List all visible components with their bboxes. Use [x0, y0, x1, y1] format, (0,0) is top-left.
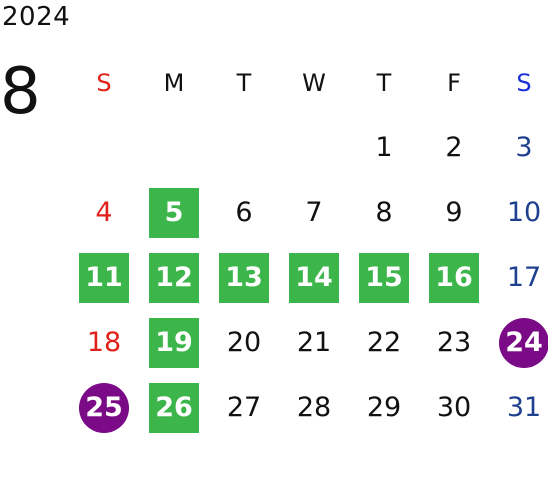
weekday-header: S — [96, 68, 112, 97]
day-number: 23 — [436, 327, 472, 358]
day-number: 21 — [296, 327, 332, 358]
day-cell[interactable]: 19 — [139, 310, 209, 375]
day-number-highlight-purple: 25 — [79, 382, 129, 433]
day-cell[interactable]: 31 — [489, 375, 548, 440]
weekday-header: F — [447, 68, 461, 97]
day-cell[interactable]: 13 — [209, 245, 279, 310]
day-number: 9 — [445, 197, 463, 228]
day-number: 3 — [515, 132, 533, 163]
day-cell[interactable]: 4 — [69, 180, 139, 245]
day-cell[interactable]: 17 — [489, 245, 548, 310]
day-cell[interactable]: 27 — [209, 375, 279, 440]
day-number-highlight-green: 11 — [79, 252, 129, 303]
day-number-highlight-green: 19 — [149, 317, 199, 368]
day-number-highlight-green: 16 — [429, 252, 479, 303]
day-cell[interactable]: 14 — [279, 245, 349, 310]
day-cell[interactable]: 22 — [349, 310, 419, 375]
day-number: 7 — [305, 197, 323, 228]
day-cell[interactable]: 29 — [349, 375, 419, 440]
month-number: 8 — [0, 55, 41, 129]
day-number: 27 — [226, 392, 262, 423]
day-number: 30 — [436, 392, 472, 423]
day-cell[interactable]: 1 — [349, 115, 419, 180]
day-cell[interactable]: 3 — [489, 115, 548, 180]
day-number: 29 — [366, 392, 402, 423]
day-number-highlight-green: 13 — [219, 252, 269, 303]
day-cell[interactable]: 16 — [419, 245, 489, 310]
day-number: 28 — [296, 392, 332, 423]
day-cell[interactable]: 9 — [419, 180, 489, 245]
weekday-header: T — [376, 68, 392, 97]
day-cell[interactable]: 5 — [139, 180, 209, 245]
day-number-highlight-green: 15 — [359, 252, 409, 303]
day-cell[interactable]: 8 — [349, 180, 419, 245]
weekday-header: S — [516, 68, 532, 97]
day-cell[interactable]: 15 — [349, 245, 419, 310]
day-number: 1 — [375, 132, 393, 163]
day-number: 20 — [226, 327, 262, 358]
day-number: 31 — [506, 392, 542, 423]
day-number: 6 — [235, 197, 253, 228]
empty-day-cell — [139, 115, 209, 180]
day-cell[interactable]: 6 — [209, 180, 279, 245]
empty-day-cell — [279, 115, 349, 180]
day-number-highlight-green: 26 — [149, 382, 199, 433]
day-cell[interactable]: 2 — [419, 115, 489, 180]
day-cell[interactable]: 24 — [489, 310, 548, 375]
day-cell[interactable]: 7 — [279, 180, 349, 245]
day-cell[interactable]: 25 — [69, 375, 139, 440]
weekday-header: W — [302, 68, 326, 97]
day-number: 10 — [506, 197, 542, 228]
empty-day-cell — [209, 115, 279, 180]
day-number-highlight-green: 12 — [149, 252, 199, 303]
day-cell[interactable]: 28 — [279, 375, 349, 440]
day-number-highlight-green: 5 — [149, 187, 199, 238]
day-number: 18 — [86, 327, 122, 358]
day-cell[interactable]: 26 — [139, 375, 209, 440]
day-cell[interactable]: 10 — [489, 180, 548, 245]
day-number: 8 — [375, 197, 393, 228]
day-number: 22 — [366, 327, 402, 358]
day-number-highlight-purple: 24 — [499, 317, 548, 368]
year-label: 2024 — [2, 2, 71, 32]
day-cell[interactable]: 23 — [419, 310, 489, 375]
day-cell[interactable]: 11 — [69, 245, 139, 310]
day-number: 4 — [95, 197, 113, 228]
day-number: 17 — [506, 262, 542, 293]
day-cell[interactable]: 21 — [279, 310, 349, 375]
weekday-header: M — [163, 68, 185, 97]
day-cell[interactable]: 30 — [419, 375, 489, 440]
empty-day-cell — [69, 115, 139, 180]
day-number-highlight-green: 14 — [289, 252, 339, 303]
day-number: 2 — [445, 132, 463, 163]
day-cell[interactable]: 18 — [69, 310, 139, 375]
day-cell[interactable]: 20 — [209, 310, 279, 375]
weekday-header: T — [236, 68, 252, 97]
day-cell[interactable]: 12 — [139, 245, 209, 310]
